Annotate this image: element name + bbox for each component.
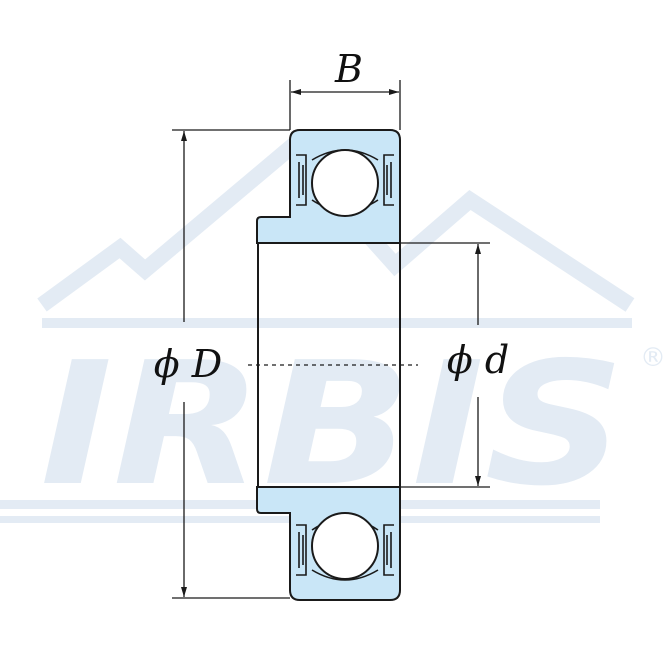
bottom-seal-right bbox=[386, 532, 392, 568]
top-ball bbox=[311, 149, 379, 217]
width-label: B bbox=[334, 47, 363, 91]
bottom-ball bbox=[311, 512, 379, 580]
width-dimension: B bbox=[289, 47, 401, 130]
outer-diameter-label: ϕ D bbox=[154, 342, 222, 386]
watermark-registered-mark: ® bbox=[640, 343, 666, 373]
top-cage-right bbox=[383, 154, 394, 206]
bottom-cage-left bbox=[296, 524, 307, 576]
top-seal-right bbox=[386, 162, 392, 198]
top-seal-left bbox=[298, 162, 304, 198]
inner-diameter-label: ϕ d bbox=[447, 338, 509, 382]
top-cage-left bbox=[296, 154, 307, 206]
watermark-band-top bbox=[42, 318, 632, 328]
outer-diameter-dimension: ϕ D bbox=[154, 129, 290, 599]
bottom-cage-right bbox=[383, 524, 394, 576]
inner-diameter-dimension: ϕ d bbox=[400, 242, 509, 488]
bottom-seal-left bbox=[298, 532, 304, 568]
bearing-cross-section bbox=[248, 129, 418, 601]
